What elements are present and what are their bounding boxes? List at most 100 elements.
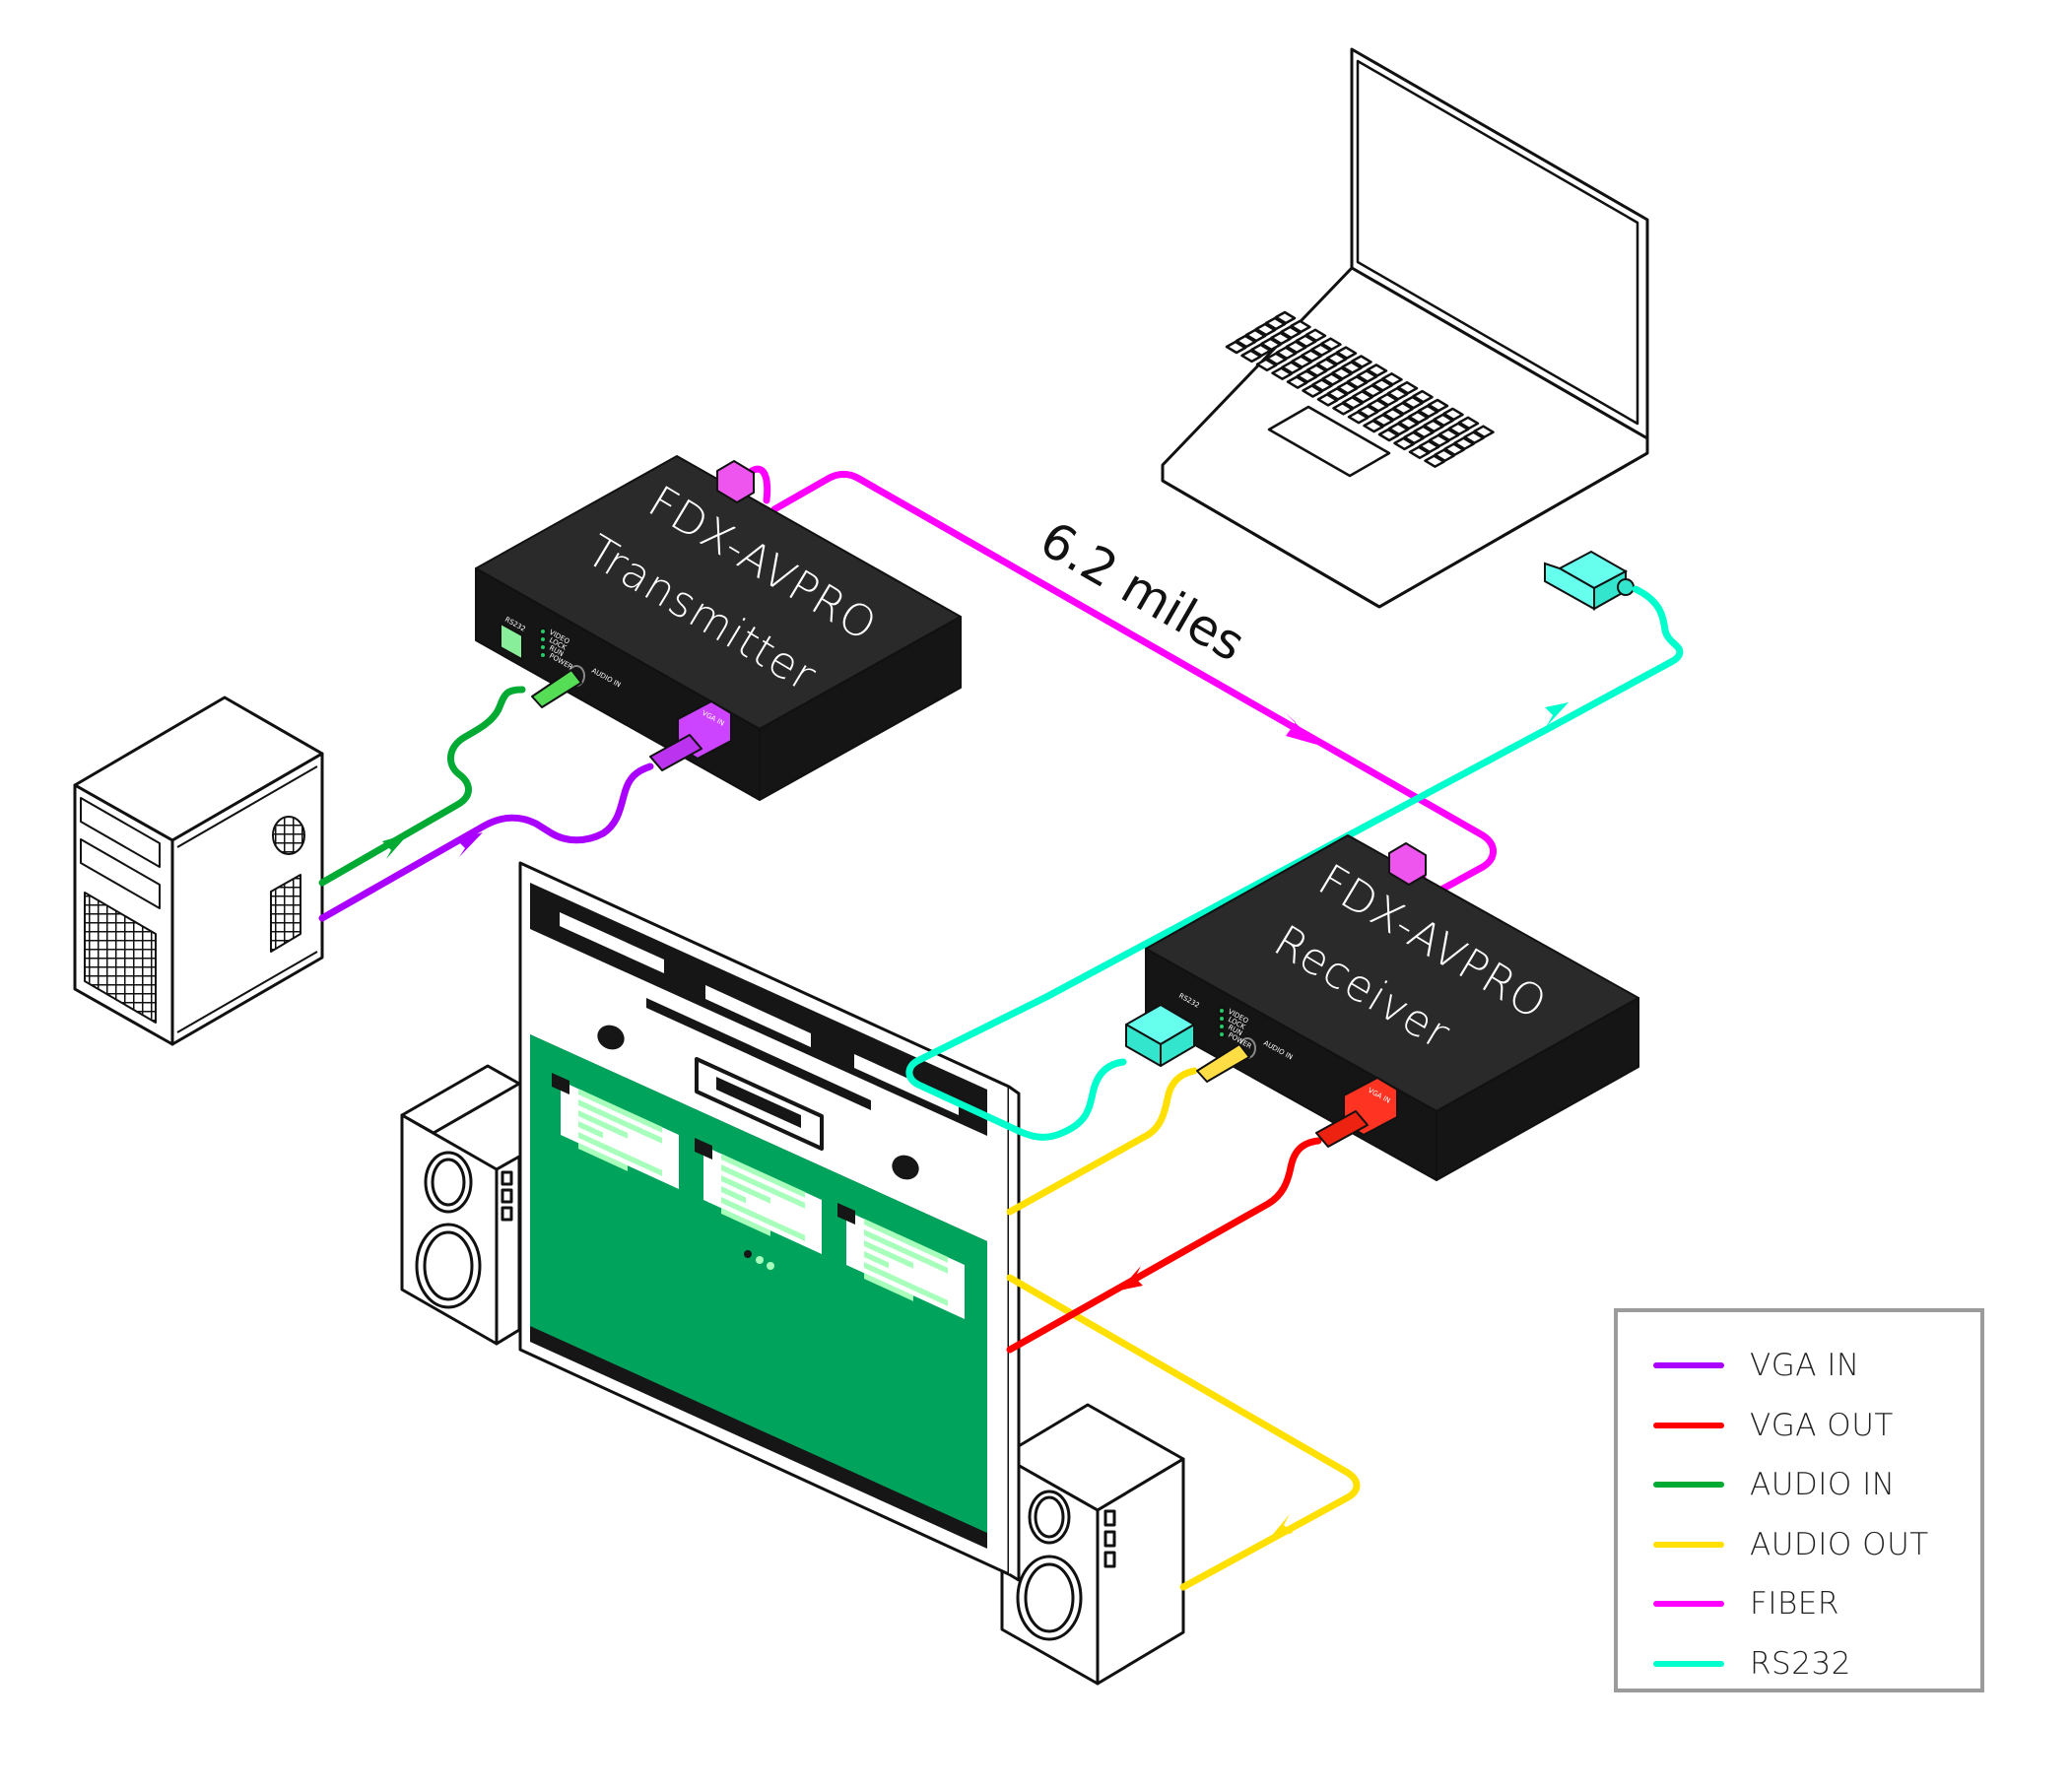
- screen-card: [552, 1073, 679, 1189]
- legend-item-audio-out: AUDIO OUT: [1653, 1525, 1929, 1564]
- laptop-key: [1296, 369, 1318, 383]
- receiver-box: [1125, 834, 1639, 1181]
- laptop-key: [1280, 325, 1302, 340]
- laptop-key: [1363, 419, 1384, 433]
- laptop-key: [1286, 375, 1308, 389]
- laptop-key: [1457, 416, 1480, 431]
- laptop-key: [1331, 366, 1353, 380]
- speaker-right-icon: [1000, 1403, 1185, 1686]
- cable-audio-in: [318, 686, 526, 887]
- laptop-key: [1275, 346, 1298, 361]
- laptop-key: [1244, 328, 1267, 343]
- cable-rs232: [905, 585, 1684, 1141]
- arrow-vga-in: [456, 832, 483, 857]
- laptop-key: [1367, 398, 1389, 413]
- cable-audio-out: [1006, 1067, 1198, 1216]
- rs232-connector-laptop: [1544, 550, 1635, 611]
- cable-vga-out: [1006, 1137, 1322, 1354]
- legend-item-vga-in: VGA IN: [1653, 1346, 1860, 1385]
- laptop-key: [1304, 328, 1327, 343]
- legend-swatch: [1653, 1542, 1724, 1548]
- laptop-key: [1413, 425, 1435, 439]
- speaker-left-icon: [400, 1064, 521, 1346]
- legend-label: RS232: [1750, 1646, 1851, 1682]
- laptop-key: [1371, 378, 1393, 392]
- cable-vga-in: [318, 762, 654, 922]
- legend-label: VGA OUT: [1750, 1408, 1894, 1443]
- legend-label: VGA IN: [1750, 1348, 1860, 1383]
- screen-card: [695, 1138, 822, 1254]
- laptop-key: [1291, 355, 1312, 368]
- legend-swatch: [1653, 1423, 1724, 1428]
- laptop-key: [1310, 343, 1332, 357]
- laptop-key: [1270, 331, 1292, 346]
- cable-fiber-tx-loop: [748, 465, 771, 504]
- laptop-key: [1433, 413, 1454, 428]
- laptop-key: [1235, 334, 1257, 349]
- laptop-key: [1321, 372, 1343, 386]
- laptop-key: [1316, 393, 1339, 407]
- laptop-key: [1376, 392, 1399, 407]
- laptop-key: [1271, 366, 1293, 380]
- laptop-key: [1326, 387, 1349, 401]
- laptop-key: [1325, 352, 1348, 365]
- laptop-key: [1265, 352, 1288, 366]
- transmitter-box: [475, 455, 962, 801]
- laptop-key: [1417, 404, 1439, 419]
- laptop-key: [1260, 337, 1282, 352]
- laptop-key: [1424, 454, 1445, 468]
- legend-label: AUDIO IN: [1750, 1467, 1896, 1502]
- laptop-key: [1351, 355, 1372, 368]
- laptop-key: [1281, 361, 1303, 374]
- legend-swatch: [1653, 1601, 1724, 1607]
- laptop-key: [1381, 372, 1403, 386]
- laptop-key: [1423, 419, 1444, 433]
- laptop-key: [1356, 369, 1378, 383]
- laptop-key: [1240, 349, 1262, 364]
- laptop-key: [1305, 364, 1328, 377]
- distance-label: 6.2 miles: [1031, 510, 1254, 673]
- laptop-key: [1336, 381, 1359, 395]
- laptop-key: [1302, 384, 1323, 398]
- laptop-key: [1386, 386, 1409, 401]
- laptop-key: [1397, 416, 1420, 431]
- cable-audio-out-speaker: [1006, 1274, 1361, 1591]
- laptop-key: [1392, 401, 1414, 416]
- arrow-audio-in: [382, 833, 409, 859]
- laptop-key: [1427, 398, 1449, 413]
- laptop-key: [1335, 346, 1358, 360]
- laptop-key: [1347, 410, 1370, 425]
- laptop-key: [1412, 389, 1434, 404]
- arrow-rs232: [1545, 702, 1569, 727]
- laptop-key: [1418, 439, 1440, 454]
- laptop-key: [1442, 407, 1464, 422]
- monitor-icon: [518, 861, 1021, 1582]
- laptop-key: [1382, 407, 1404, 422]
- legend-item-audio-in: AUDIO IN: [1653, 1465, 1896, 1504]
- laptop-key: [1301, 349, 1322, 363]
- laptop-key: [1402, 395, 1424, 410]
- laptop-key: [1362, 384, 1383, 398]
- laptop-key: [1285, 340, 1307, 355]
- legend-swatch: [1653, 1661, 1724, 1667]
- laptop-key: [1225, 340, 1247, 355]
- legend-swatch: [1653, 1362, 1724, 1368]
- laptop-key: [1443, 442, 1465, 456]
- laptop-key: [1393, 436, 1415, 451]
- laptop-key: [1290, 319, 1311, 334]
- laptop-key: [1274, 310, 1297, 325]
- laptop-key: [1255, 358, 1278, 372]
- laptop-icon: [1161, 47, 1649, 609]
- legend-item-vga-out: VGA OUT: [1653, 1406, 1894, 1445]
- arrow-audio-out: [1269, 1514, 1293, 1539]
- laptop-key: [1311, 378, 1333, 392]
- laptop-key: [1453, 436, 1475, 450]
- legend-swatch: [1653, 1482, 1724, 1488]
- laptop-key: [1346, 375, 1369, 389]
- laptop-key: [1403, 431, 1425, 445]
- legend: VGA IN VGA OUT AUDIO IN AUDIO OUT FIBER …: [1614, 1308, 1984, 1692]
- laptop-key: [1357, 404, 1379, 419]
- laptop-key: [1437, 428, 1460, 442]
- laptop-key: [1342, 396, 1364, 410]
